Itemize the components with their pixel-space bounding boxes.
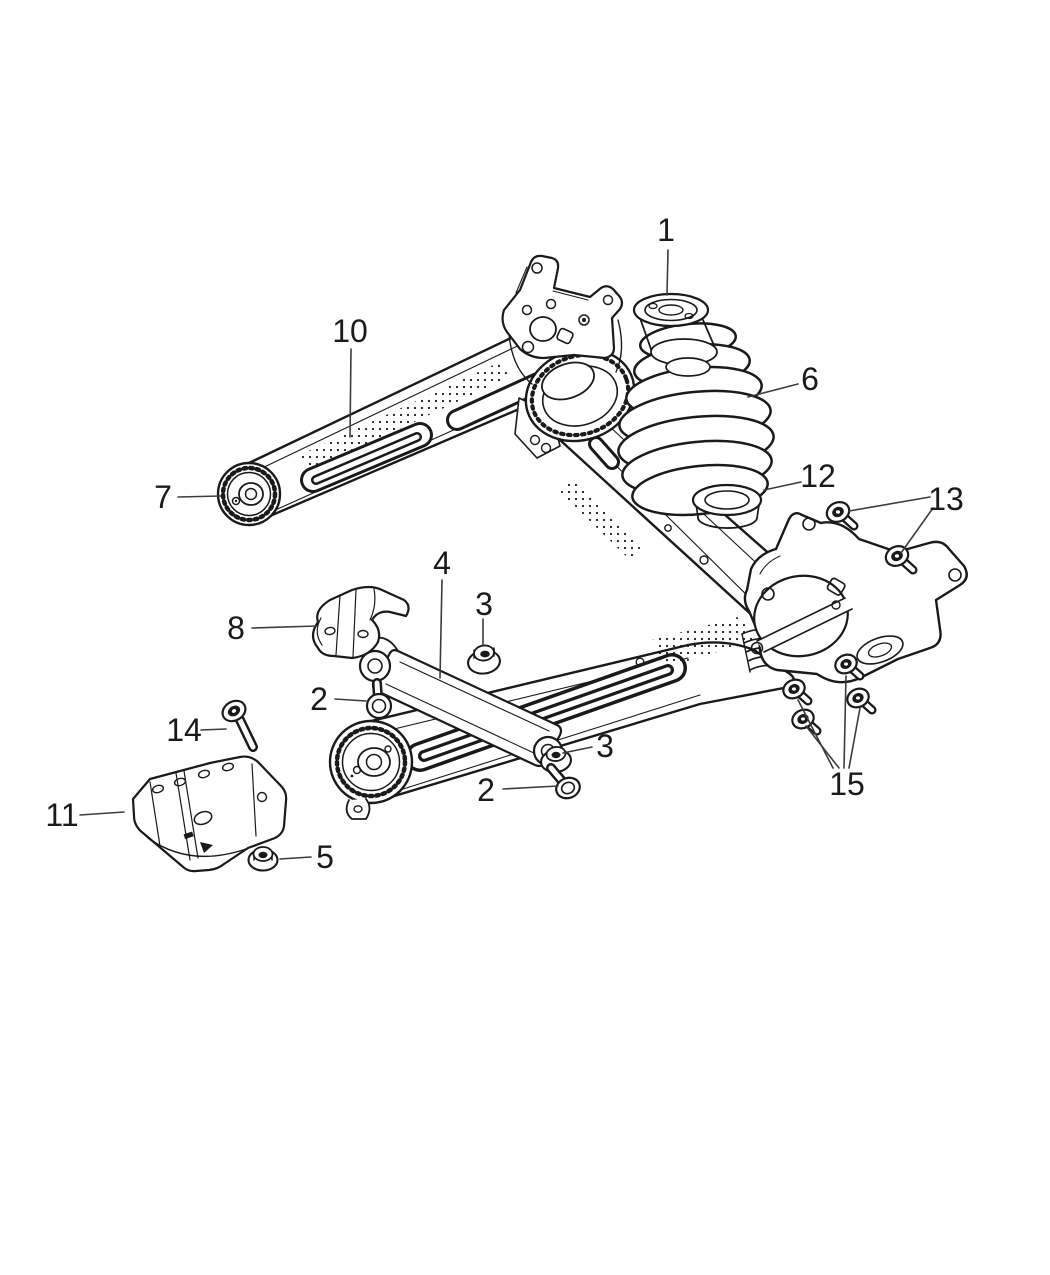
leader-line-11: [79, 811, 125, 816]
spring-upper-isolator: [632, 292, 718, 377]
bracket-bolt: [221, 699, 258, 752]
knuckle-bolts: [825, 501, 918, 575]
leader-lines: [79, 249, 934, 860]
leader-line-10: [349, 348, 352, 438]
leader-line-12: [763, 481, 802, 491]
upper-mount-plate: [501, 254, 624, 360]
lower-arm-bushing: [328, 719, 414, 820]
lower-trailing-arm: [328, 616, 795, 820]
leader-line-15: [848, 707, 861, 769]
leader-line-2: [502, 785, 559, 790]
bracket-nut: [247, 846, 279, 872]
leader-line-15: [797, 699, 834, 769]
heat-shield: [311, 585, 410, 660]
spring-seat-ring: [508, 319, 636, 443]
trailing-arm-bushing: [216, 461, 282, 527]
leader-line-13: [848, 496, 931, 512]
shock-lower-bolt: [546, 763, 581, 800]
leader-line-7: [177, 495, 222, 498]
leader-line-15: [843, 675, 847, 769]
leader-line-15: [805, 725, 840, 769]
shock-upper-nut: [467, 644, 501, 675]
upper-trailing-arm: [216, 324, 572, 527]
leader-line-2: [334, 698, 367, 702]
leader-line-8: [251, 625, 318, 629]
leader-line-1: [666, 249, 669, 296]
shock-upper-bolt: [365, 678, 393, 720]
leader-line-6: [747, 383, 799, 398]
jounce-bracket: [131, 755, 288, 873]
leader-line-14: [200, 728, 227, 731]
leader-line-5: [279, 856, 312, 860]
leader-line-4: [439, 579, 443, 679]
spring-lower-isolator: [691, 483, 763, 529]
leader-line-3: [562, 746, 593, 754]
knuckle: [743, 512, 968, 684]
leader-line-13: [900, 507, 934, 554]
